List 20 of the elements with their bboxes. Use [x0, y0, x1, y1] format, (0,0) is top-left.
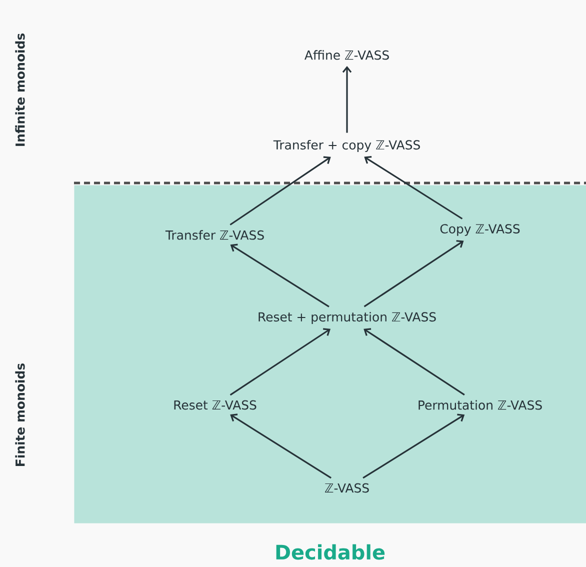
- arrow: [364, 240, 464, 308]
- class-label: Reset + permutation ℤ-VASS: [258, 312, 436, 324]
- arrow: [230, 244, 330, 308]
- arrow: [230, 156, 331, 226]
- node-label: Decidable: [276, 544, 385, 560]
- class-label: Affine ℤ-VASS: [304, 50, 389, 60]
- axis-label: Finite monoids: [15, 363, 25, 466]
- arrow: [230, 328, 331, 396]
- class-label: Reset ℤ-VASS: [174, 400, 256, 410]
- class-label: Transfer ℤ-VASS: [165, 230, 264, 240]
- arrow: [364, 156, 463, 220]
- arrow: [342, 66, 352, 133]
- arrow: [362, 414, 465, 479]
- arrow: [364, 328, 465, 396]
- class-label: Permutation ℤ-VASS: [418, 400, 542, 410]
- class-label: Copy ℤ-VASS: [440, 224, 520, 236]
- axis-label: Infinite monoids: [15, 34, 25, 146]
- class-label: Transfer + copy ℤ-VASS: [273, 140, 420, 152]
- class-label: ℤ-VASS: [325, 483, 369, 493]
- arrow: [230, 414, 332, 479]
